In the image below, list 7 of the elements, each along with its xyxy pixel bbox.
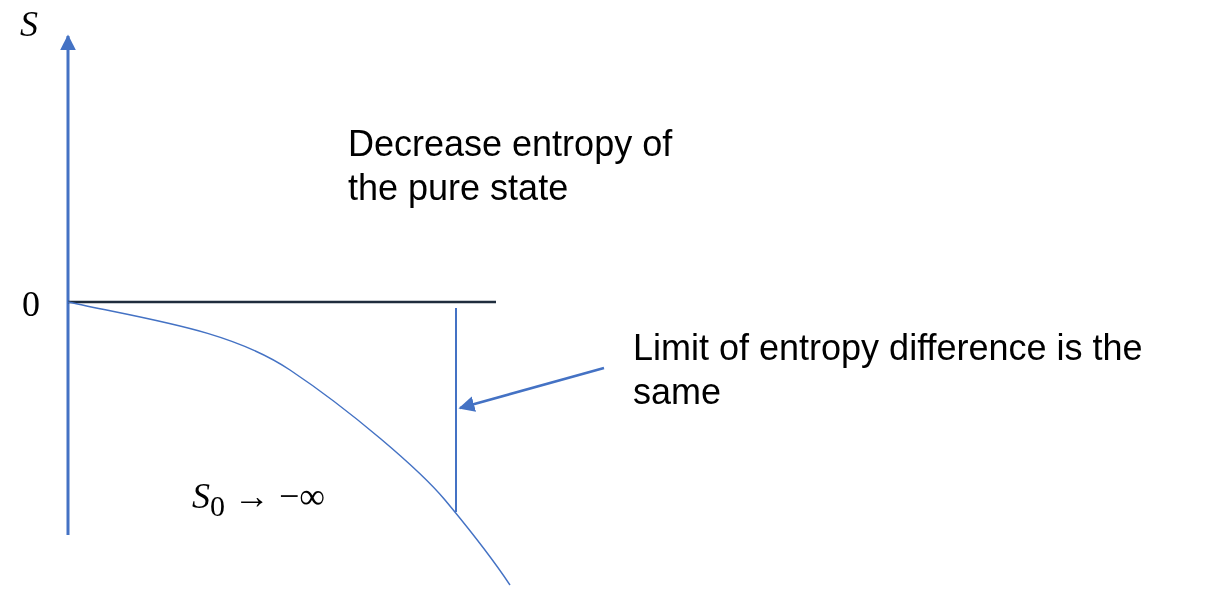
annotation-text: Decrease entropy of the pure state	[348, 122, 674, 210]
vertical-line	[455, 308, 457, 512]
tick-label: 0	[22, 283, 41, 326]
callout-text: Limit of entropy difference is the same	[633, 326, 1178, 414]
leader-arrow	[458, 366, 605, 412]
axis-label: S	[20, 3, 39, 46]
limit-expression: S$_{0}$ → −∞	[192, 475, 326, 525]
